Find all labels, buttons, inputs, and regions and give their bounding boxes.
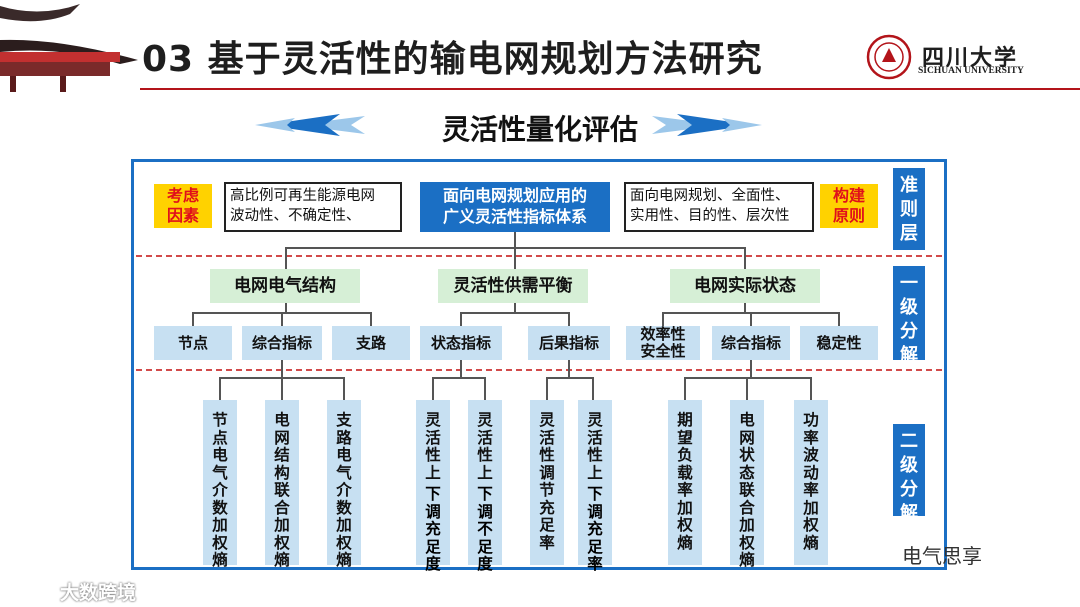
side-label-criteria: 准则层 [893, 168, 925, 250]
connector-line [750, 360, 752, 378]
section-subtitle: 灵活性量化评估 [441, 113, 638, 146]
connector-line [838, 312, 840, 326]
leaf-up-down-shortage-line2: 下调不足度 [477, 485, 493, 573]
university-seal-icon [866, 34, 912, 80]
university-name-en: SICHUAN UNIVERSITY [918, 66, 1024, 76]
construction-principles-label: 构建 原则 [820, 184, 878, 228]
subitem-composite-index: 综合指标 [242, 326, 322, 360]
connector-line [432, 377, 486, 379]
connector-line [281, 312, 283, 326]
connector-line [343, 377, 345, 400]
connector-line [460, 360, 462, 378]
leaf-regulation-adequacy-rate: 灵活性调节充足率 [530, 400, 564, 565]
connector-line [744, 303, 746, 313]
diagram-frame [131, 159, 947, 570]
construction-principles-text: 面向电网规划、全面性、 实用性、目的性、层次性 [624, 182, 814, 232]
subitem-branch: 支路 [332, 326, 410, 360]
leaf-up-down-adequacy-line2: 下调充足度 [425, 485, 441, 573]
side-label-first-level: 一级分解 [893, 266, 925, 366]
leaf-structure-joint-entropy: 电网结构联合加权熵 [265, 400, 299, 569]
connector-line [460, 312, 570, 314]
header [0, 0, 1080, 92]
connector-line [484, 377, 486, 400]
connector-line [684, 377, 686, 400]
connector-line [285, 247, 287, 269]
watermark-left: 大数跨境 [60, 582, 137, 604]
connector-line [281, 377, 283, 400]
leaf-up-down-adequacy: 灵活性上 [416, 400, 450, 565]
dashed-divider-2 [136, 369, 942, 371]
connector-line [746, 377, 748, 400]
header-divider [140, 88, 1080, 90]
connector-line [370, 312, 372, 326]
connector-line [432, 377, 434, 400]
connector-line [514, 232, 516, 248]
subitem-efficiency-security: 效率性 安全性 [626, 326, 700, 360]
consider-factors-label: 考虑 因素 [154, 184, 212, 228]
connector-line [219, 377, 221, 400]
subitem-state-index: 状态指标 [420, 326, 502, 360]
subitem-stability: 稳定性 [800, 326, 878, 360]
connector-line [514, 303, 516, 313]
leaf-up-down-adequacy-rate: 灵活性上 [578, 400, 612, 565]
side-label-second-level: 二级分解 [893, 424, 925, 524]
consider-factors-text: 高比例可再生能源电网 波动性、不确定性、 [224, 182, 402, 232]
indicator-system-box: 面向电网规划应用的 广义灵活性指标体系 [420, 182, 610, 232]
university-name-cn: 四川大学 [922, 45, 1019, 71]
leaf-up-down-shortage: 灵活性上 [468, 400, 502, 565]
category-grid-structure: 电网电气结构 [210, 269, 360, 303]
leaf-branch-betweenness-entropy: 支路电气介数加权熵 [327, 400, 361, 569]
category-supply-demand-balance: 灵活性供需平衡 [438, 269, 588, 303]
connector-line [281, 360, 283, 378]
page-title: 03 基于灵活性的输电网规划方法研究 [142, 39, 763, 80]
leaf-up-down-adequacy-rate-line2: 下调充足率 [587, 485, 603, 573]
subitem-consequence-index: 后果指标 [528, 326, 610, 360]
right-arrows-decoration [652, 114, 762, 136]
connector-line [744, 247, 746, 269]
connector-line [684, 377, 812, 379]
connector-line [568, 360, 570, 378]
pavilion-roof-decoration [0, 0, 140, 92]
leaf-expected-load-entropy: 期望负载率加权熵 [668, 400, 702, 565]
leaf-state-joint-entropy: 电网状态联合加权熵 [730, 400, 764, 569]
dashed-divider-1 [136, 255, 942, 257]
leaf-node-betweenness-entropy: 节点电气介数加权熵 [203, 400, 237, 569]
subitem-node: 节点 [154, 326, 232, 360]
connector-line [460, 312, 462, 326]
leaf-power-fluctuation-entropy: 功率波动率加权熵 [794, 400, 828, 565]
connector-line [592, 377, 594, 400]
connector-line [810, 377, 812, 400]
watermark-right: 电气思享 [902, 544, 982, 568]
subitem-composite-index-2: 综合指标 [712, 326, 790, 360]
left-arrows-decoration [255, 114, 365, 136]
category-actual-state: 电网实际状态 [670, 269, 820, 303]
connector-line [514, 247, 516, 269]
connector-line [568, 312, 570, 326]
connector-line [662, 312, 664, 326]
connector-line [285, 303, 287, 313]
connector-line [750, 312, 752, 326]
connector-line [192, 312, 194, 326]
connector-line [546, 377, 548, 400]
connector-line [546, 377, 594, 379]
